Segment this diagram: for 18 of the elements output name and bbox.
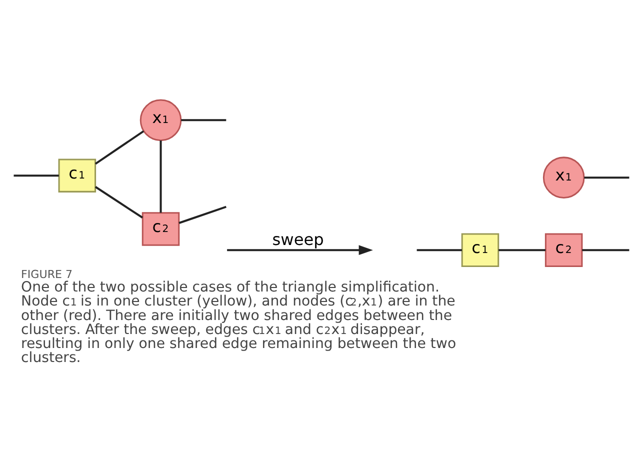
node-box: c1 bbox=[461, 232, 500, 266]
label: sweep bbox=[272, 229, 324, 248]
node-circle: x1 bbox=[542, 156, 585, 198]
connector bbox=[94, 130, 144, 164]
connector bbox=[416, 248, 462, 251]
connector bbox=[14, 174, 59, 176]
connector bbox=[160, 140, 162, 212]
node-box: c2 bbox=[544, 232, 583, 266]
connector bbox=[181, 118, 226, 121]
connector bbox=[582, 248, 630, 251]
node-box: c2 bbox=[142, 212, 180, 246]
node-box: c1 bbox=[58, 158, 96, 192]
connector bbox=[178, 205, 226, 224]
diagram-title: FIGURE 7 bbox=[21, 268, 73, 281]
node-circle: x1 bbox=[140, 98, 182, 141]
connector bbox=[584, 176, 630, 178]
connector bbox=[498, 248, 546, 251]
connector bbox=[94, 186, 144, 218]
